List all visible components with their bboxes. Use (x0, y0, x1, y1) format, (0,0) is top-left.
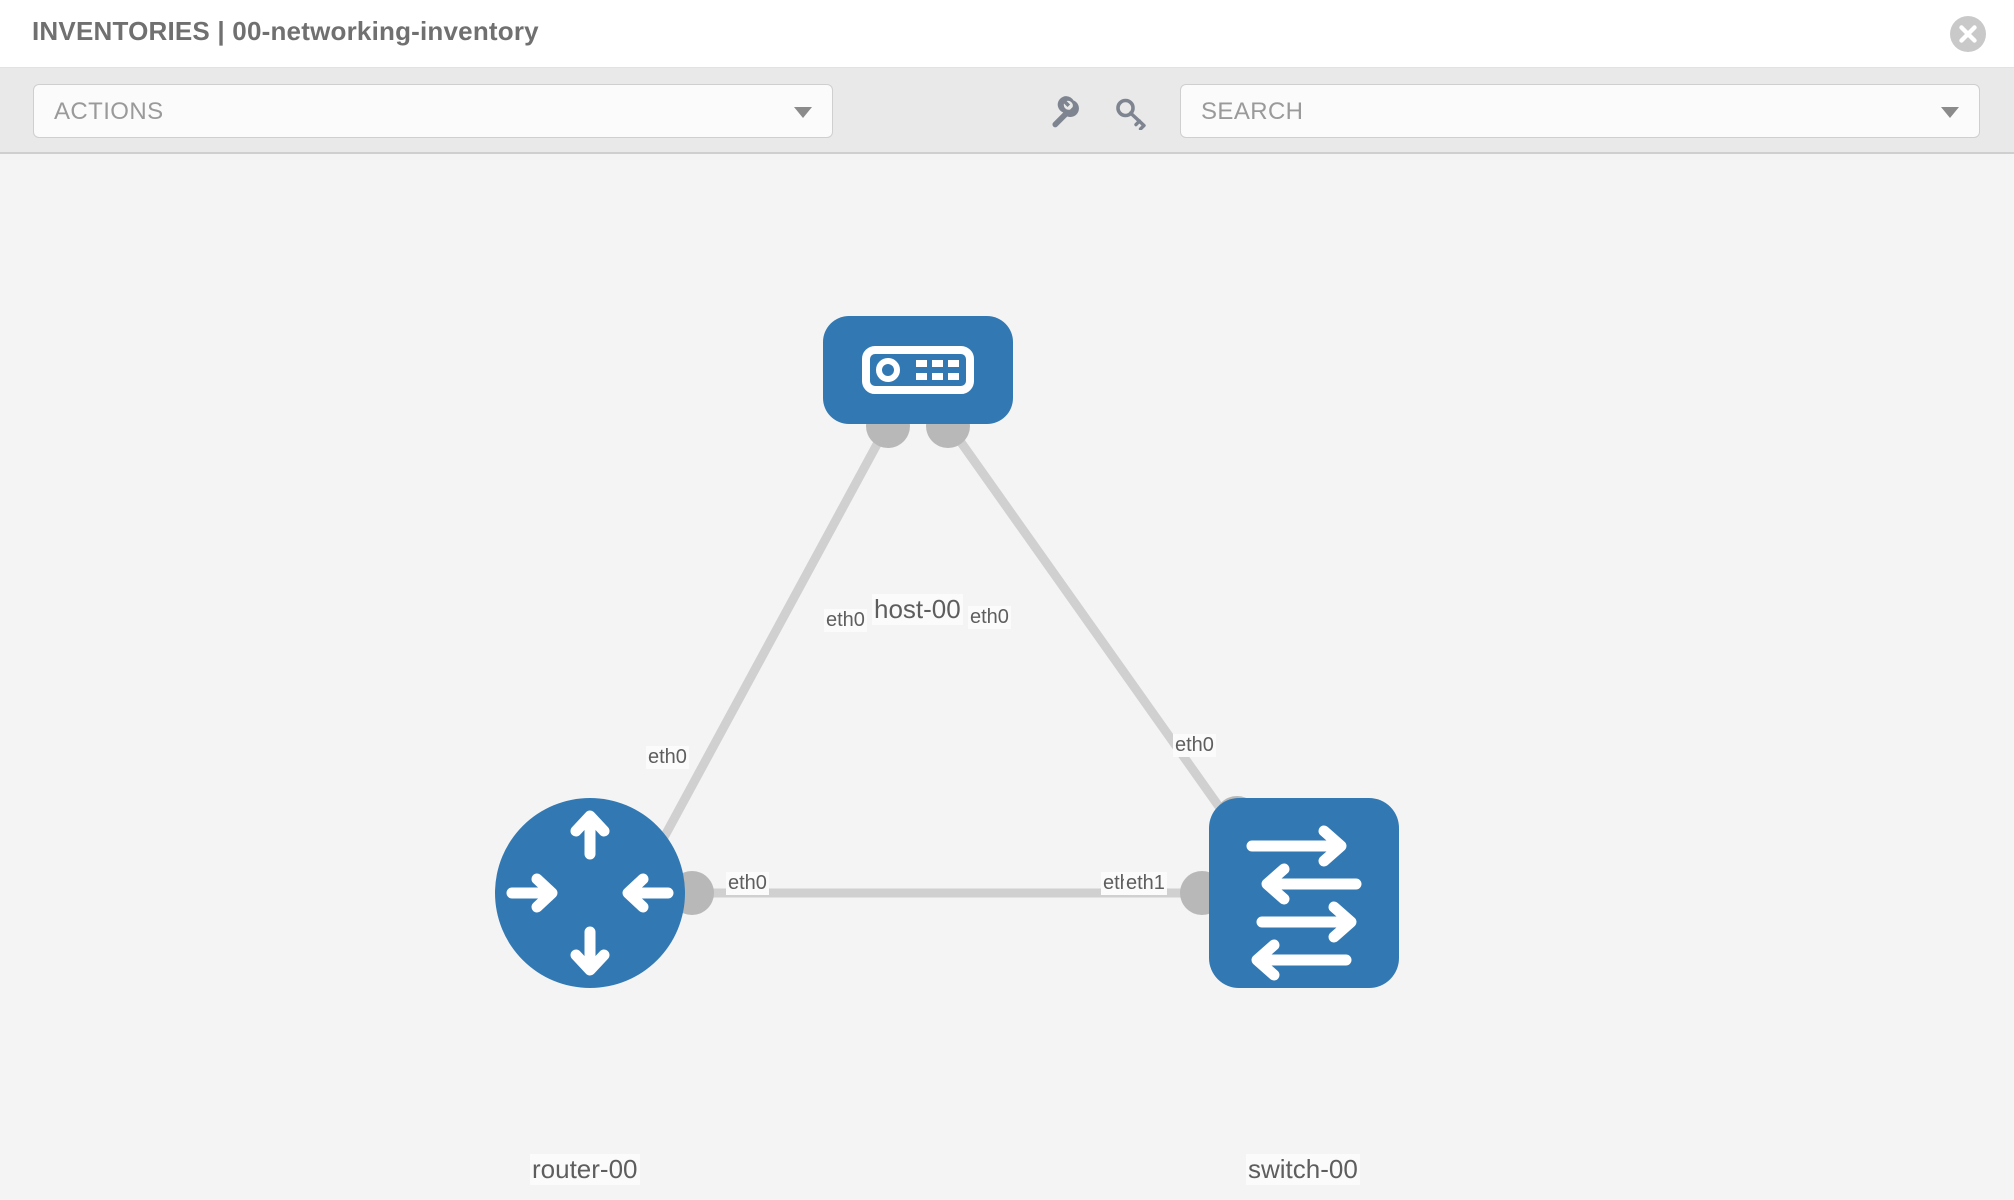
close-icon[interactable] (1950, 16, 1986, 52)
iface-label-host-left: eth0 (824, 609, 867, 632)
iface-label-host-right: eth0 (968, 606, 1011, 629)
search-placeholder: SEARCH (1201, 98, 1304, 125)
wrench-icon[interactable] (1046, 96, 1080, 130)
node-label-router: router-00 (530, 1154, 640, 1185)
iface-label-switch-up: eth0 (1173, 734, 1216, 757)
chevron-down-icon (1941, 107, 1959, 118)
toolbar: ACTIONS SEARCH (0, 68, 2014, 154)
actions-dropdown[interactable]: ACTIONS (33, 84, 833, 138)
topology-links-layer (495, 316, 1399, 988)
iface-label-router-mid: eth0 (726, 872, 769, 895)
topology-canvas[interactable]: eth0 eth0 eth0 eth0 eth0 eth0 eth1 host-… (0, 154, 2014, 1200)
page-header: INVENTORIES | 00-networking-inventory (0, 0, 2014, 68)
link-switch-host (944, 421, 1241, 835)
key-icon[interactable] (1114, 96, 1148, 131)
iface-label-switch-mid: eth1 (1124, 872, 1167, 895)
actions-dropdown-label: ACTIONS (54, 98, 164, 125)
node-label-switch: switch-00 (1246, 1154, 1360, 1185)
page-title: INVENTORIES | 00-networking-inventory (32, 16, 539, 46)
link-router-host (651, 421, 892, 857)
search-input[interactable]: SEARCH (1180, 84, 1980, 138)
node-label-host: host-00 (872, 594, 963, 625)
chevron-down-icon (794, 107, 812, 118)
iface-label-router-up: eth0 (646, 746, 689, 769)
